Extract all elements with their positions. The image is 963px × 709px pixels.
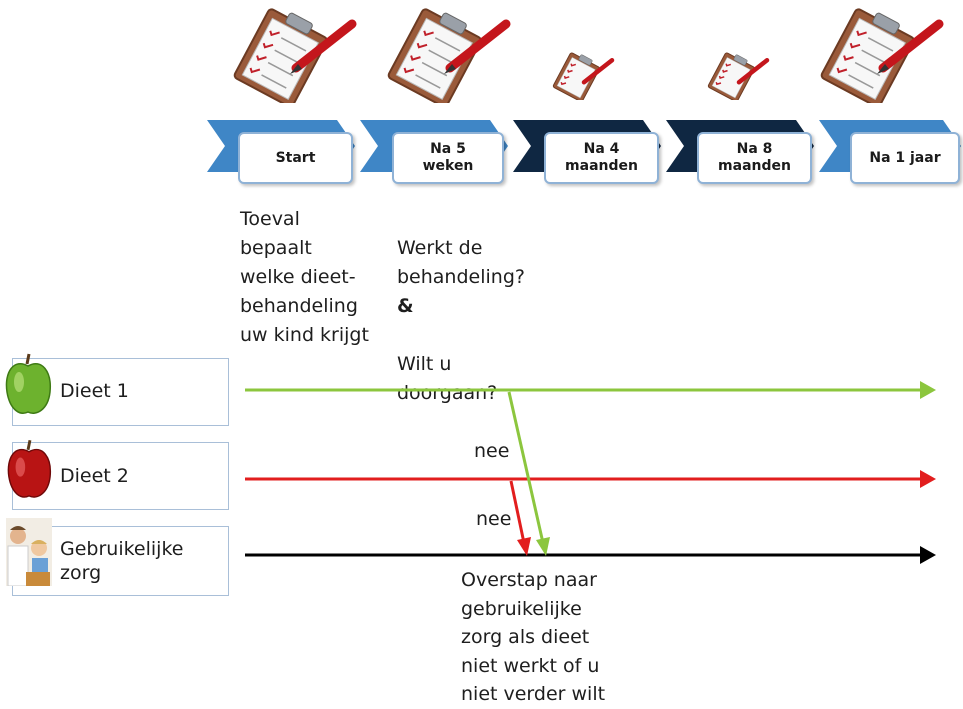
arm-label-dieet1: Dieet 1 xyxy=(60,380,129,402)
dieet1-arrow xyxy=(245,381,936,399)
start-note: Toeval bepaalt welke dieet- behandeling … xyxy=(240,208,369,346)
switch-label-green: nee xyxy=(474,440,510,462)
week5-question-1: Werkt de behandeling? xyxy=(397,237,525,288)
usual-care-arrow xyxy=(245,546,936,564)
week5-question-2: Wilt u doorgaan? xyxy=(397,353,498,404)
clipboard-checklist-small-icon xyxy=(552,52,615,100)
step-start: Start xyxy=(238,132,353,184)
step-month4: Na 4 maanden xyxy=(544,132,659,184)
step-month8: Na 8 maanden xyxy=(697,132,812,184)
week5-note: Werkt de behandeling? & Wilt u doorgaan? xyxy=(397,205,525,408)
red-apple-icon xyxy=(7,439,51,498)
clipboard-checklist-icon xyxy=(387,8,511,103)
arm-label-usual-care: Gebruikelijke zorg xyxy=(60,538,184,584)
clipboard-checklist-icon xyxy=(233,8,357,103)
clipboard-checklist-small-icon xyxy=(707,52,770,100)
switch-label-red: nee xyxy=(476,508,512,530)
clipboard-checklist-icon xyxy=(820,8,944,103)
step-week5: Na 5 weken xyxy=(392,132,504,184)
dieet2-switch-arrow xyxy=(509,480,531,556)
ampersand: & xyxy=(397,295,414,317)
dieet2-arrow xyxy=(245,470,936,488)
switch-note: Overstap naar gebruikelijke zorg als die… xyxy=(461,569,606,705)
doctor-child-photo-icon xyxy=(6,518,52,586)
arm-label-dieet2: Dieet 2 xyxy=(60,465,129,487)
green-apple-icon xyxy=(5,353,51,414)
step-year1: Na 1 jaar xyxy=(850,132,960,184)
dieet1-switch-arrow xyxy=(507,391,550,556)
